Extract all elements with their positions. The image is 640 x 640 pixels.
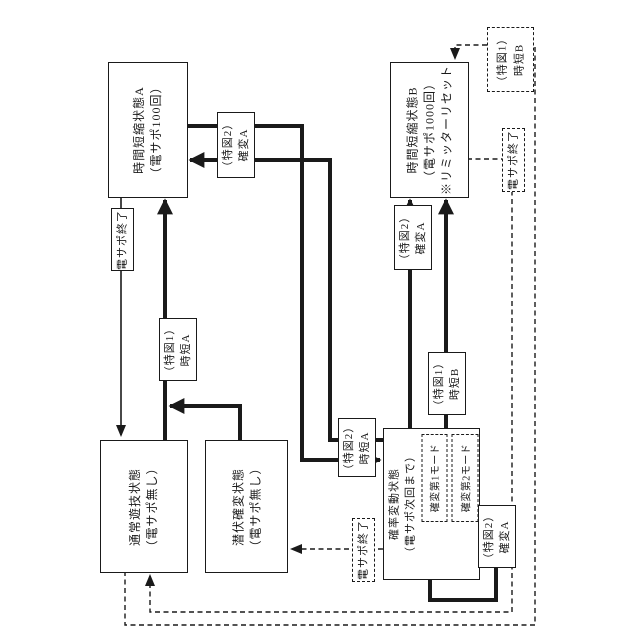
fig1-jitan-b-text: （特図1） 時短B xyxy=(429,353,465,414)
jitan-b-sub: （電サポ1000回） xyxy=(422,77,436,184)
kakuhen-mode1-box: 確変第1モード xyxy=(420,434,448,522)
fig2-jitan-a-text: （特図2） 時短A xyxy=(339,419,375,476)
arrow-senpuku-merge xyxy=(168,398,242,440)
fig1-jitan-a-text: （特図1） 時短A xyxy=(160,319,196,380)
state-box-jitan-b: 時間短縮状態B （電サポ1000回） ※リミッターリセット xyxy=(390,62,469,198)
state-box-senpuku: 潜伏確変状態 （電サポ無し） xyxy=(205,440,288,573)
fig1-jitan-a-l1: （特図1） xyxy=(163,322,176,377)
dashed-jitanB-to-normal xyxy=(145,158,513,613)
label-densapo-end-b: 電サポ終了 xyxy=(502,128,525,192)
fig2-kakuhen-a-2-text: （特図2） 確変A xyxy=(395,206,431,269)
densapo-end-a-text: 電サポ終了 xyxy=(112,209,133,270)
fig2-jitan-a-l1: （特図2） xyxy=(342,420,355,475)
fig2-kakuhen-a-1-l1: （特図2） xyxy=(221,117,234,173)
fig2-kakuhen-a-3-text: （特図2） 確変A xyxy=(479,506,515,567)
fig2-kakuhen-a-2-l1: （特図2） xyxy=(398,210,411,265)
fig1-jitan-b-dashed-l1: （特図1） xyxy=(496,32,509,87)
fig1-jitan-a-l2: 時短A xyxy=(180,333,192,366)
label-fig1-jitan-a: （特図1） 時短A xyxy=(159,318,197,381)
fig1-jitan-b-dashed-text: （特図1） 時短B xyxy=(488,28,533,91)
senpuku-title: 潜伏確変状態 xyxy=(230,467,245,546)
normal-text: 通常遊技状態 （電サポ無し） xyxy=(101,441,187,572)
label-fig2-jitan-a: （特図2） 時短A xyxy=(338,418,376,477)
label-densapo-end-kakuhen: 電サポ終了 xyxy=(352,518,375,582)
jitan-b-title: 時間短縮状態B xyxy=(405,86,419,174)
jitan-a-text: 時間短縮状態A （電サポ100回） xyxy=(109,63,187,197)
arrow-jitanA-to-kakuhen xyxy=(186,124,382,468)
fig2-kakuhen-a-1-l2: 確変A xyxy=(238,128,250,162)
label-fig1-jitan-b: （特図1） 時短B xyxy=(428,352,466,415)
fig2-kakuhen-a-3-l1: （特図2） xyxy=(482,509,495,564)
senpuku-sub: （電サポ無し） xyxy=(247,461,262,553)
arrow-kakuhen-to-jitanA xyxy=(188,152,383,442)
jitan-b-text: 時間短縮状態B （電サポ1000回） ※リミッターリセット xyxy=(391,63,468,197)
fig1-jitan-b-l2: 時短B xyxy=(449,367,461,400)
state-box-kakuhen: 確率変動状態 （電サポ次回まで） 確変第1モード 確変第2モード xyxy=(383,428,480,580)
label-fig1-jitan-b-dashed: （特図1） 時短B xyxy=(487,27,534,92)
fig1-jitan-b-l1: （特図1） xyxy=(432,356,445,411)
fig1-jitan-b-dashed-l2: 時短B xyxy=(512,43,525,76)
kakuhen-mode2-label: 確変第2モード xyxy=(461,443,473,513)
kakuhen-title: 確率変動状態 xyxy=(388,468,400,540)
densapo-end-b-text: 電サポ終了 xyxy=(503,129,524,191)
state-box-jitan-a: 時間短縮状態A （電サポ100回） xyxy=(108,62,188,198)
jitan-a-sub: （電サポ100回） xyxy=(149,80,163,180)
label-fig2-kakuhen-a-2: （特図2） 確変A xyxy=(394,205,432,270)
dashed-into-jitanB xyxy=(450,44,487,60)
fig2-kakuhen-a-1-text: （特図2） 確変A xyxy=(218,113,254,177)
senpuku-text: 潜伏確変状態 （電サポ無し） xyxy=(206,441,287,572)
normal-title: 通常遊技状態 xyxy=(128,467,142,546)
state-box-normal: 通常遊技状態 （電サポ無し） xyxy=(100,440,188,573)
fig2-kakuhen-a-2-l2: 確変A xyxy=(415,221,427,254)
normal-sub: （電サポ無し） xyxy=(145,461,159,553)
jitan-b-note: ※リミッターリセット xyxy=(439,65,453,196)
kakuhen-sub: （電サポ次回まで） xyxy=(404,450,417,558)
label-fig2-kakuhen-a-3: （特図2） 確変A xyxy=(478,505,516,568)
dashed-normal-to-jitanB xyxy=(124,44,536,626)
label-fig2-kakuhen-a-1: （特図2） 確変A xyxy=(217,112,255,178)
densapo-end-kakuhen-text: 電サポ終了 xyxy=(353,519,374,581)
densapo-end-b-line: 電サポ終了 xyxy=(507,130,520,190)
densapo-end-a-line: 電サポ終了 xyxy=(116,209,129,270)
kakuhen-mode1-label: 確変第1モード xyxy=(430,443,442,513)
jitan-a-title: 時間短縮状態A xyxy=(132,86,146,174)
kakuhen-mode2-box: 確変第2モード xyxy=(451,434,478,522)
kakuhen-content: 確率変動状態 （電サポ次回まで） 確変第1モード 確変第2モード xyxy=(384,429,479,579)
densapo-end-kakuhen-line: 電サポ終了 xyxy=(357,520,370,580)
fig2-jitan-a-l2: 時短A xyxy=(359,431,371,464)
fig2-kakuhen-a-3-l2: 確変A xyxy=(499,520,511,553)
label-densapo-end-a: 電サポ終了 xyxy=(111,208,134,271)
